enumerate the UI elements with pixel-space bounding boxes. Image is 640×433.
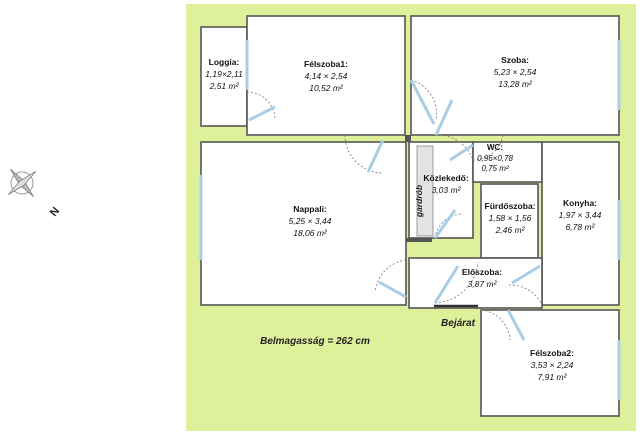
door-swing-arc <box>410 79 437 121</box>
door-swing-arc <box>246 91 276 121</box>
room-dims: 1,97 × 3,44 <box>558 210 602 220</box>
room-name: Fürdőszoba: <box>484 201 536 211</box>
door-leaf <box>511 264 541 285</box>
room-name: Nappali: <box>293 204 327 214</box>
wall-segment <box>406 238 432 242</box>
room-label-konyha: Konyha: 1,97 × 3,44 6,78 m² <box>548 197 612 233</box>
room-loggia <box>200 26 248 127</box>
room-label-furdoszoba: Fürdőszoba: 1,58 × 1,56 2,46 m² <box>478 200 542 236</box>
room-dims: 1,19×2,11 <box>205 69 243 79</box>
room-label-felszoba2: Félszoba2: 3,53 × 2,24 7,91 m² <box>512 347 592 383</box>
door-swing-arc <box>374 259 407 293</box>
room-name: Félszoba2: <box>530 348 574 358</box>
room-felszoba1 <box>246 15 406 136</box>
room-name: Előszoba: <box>461 267 503 277</box>
room-dims: 1,58 × 1,56 <box>488 213 532 223</box>
entrance-label: Bejárat <box>441 318 475 329</box>
door-leaf <box>248 105 276 122</box>
room-dims: 5,23 × 2,54 <box>493 67 537 77</box>
door-leaf <box>506 309 526 341</box>
room-label-szoba: Szoba: 5,23 × 2,54 13,28 m² <box>465 54 565 90</box>
room-dims: 4,14 × 2,54 <box>304 71 348 81</box>
room-area: 7,91 m² <box>537 372 567 382</box>
door-swing-arc <box>508 284 543 306</box>
door-leaf <box>433 209 457 239</box>
door-leaf <box>409 79 436 125</box>
room-furdoszoba <box>480 183 539 259</box>
room-name: Közlekedő: <box>423 173 469 183</box>
wall-segment <box>405 135 411 142</box>
room-label-kozlekedo: Közlekedő: 3,03 m² <box>418 172 474 196</box>
door-swing-arc <box>480 309 511 341</box>
door-swing-arc <box>472 134 504 161</box>
door-leaf <box>434 99 454 136</box>
door-leaf <box>433 265 460 304</box>
room-nappali <box>200 141 407 306</box>
room-felszoba2 <box>480 309 620 417</box>
door-leaf <box>366 139 385 173</box>
room-area: 2,51 m² <box>209 81 239 91</box>
door-leaf <box>378 280 407 299</box>
door-swing-arc <box>344 134 384 174</box>
door-swing-arc <box>435 134 474 161</box>
room-label-nappali: Nappali: 5,25 × 3,44 18,06 m² <box>260 203 360 239</box>
room-area: 3,03 m² <box>431 185 461 195</box>
room-name: Félszoba1: <box>304 59 348 69</box>
room-area: 6,78 m² <box>565 222 595 232</box>
room-wc <box>472 141 543 183</box>
room-area: 13,28 m² <box>498 79 532 89</box>
room-dims: 3,53 × 2,24 <box>530 360 574 370</box>
room-area: 3,87 m² <box>467 279 497 289</box>
door-swing-arc <box>434 213 464 239</box>
room-area: 10,52 m² <box>309 83 343 93</box>
room-konyha <box>541 141 620 306</box>
room-name: WC: <box>487 143 503 152</box>
compass-icon <box>7 168 37 198</box>
room-name: Konyha: <box>563 198 597 208</box>
wardrobe-label: gardrób <box>414 184 424 218</box>
wardrobe <box>416 145 434 237</box>
door-leaf <box>449 143 474 162</box>
room-eloszoba <box>408 257 543 309</box>
room-area: 2,46 m² <box>495 225 525 235</box>
room-dims: 5,25 × 3,44 <box>288 216 332 226</box>
room-label-loggia: Loggia: 1,19×2,11 2,51 m² <box>198 56 250 92</box>
room-label-wc: WC: 0,96×0,78 0,75 m² <box>470 143 520 175</box>
door-swing-arc <box>434 261 479 304</box>
room-area: 18,06 m² <box>293 228 327 238</box>
room-area: 0,75 m² <box>481 164 509 173</box>
room-label-felszoba1: Félszoba1: 4,14 × 2,54 10,52 m² <box>280 58 372 94</box>
room-name: Loggia: <box>208 57 240 67</box>
room-label-eloszoba: Előszoba: 3,87 m² <box>452 266 512 290</box>
room-dims: 0,96×0,78 <box>477 153 513 163</box>
ceiling-height-label: Belmagasság = 262 cm <box>260 336 370 347</box>
room-name: Szoba: <box>501 55 529 65</box>
